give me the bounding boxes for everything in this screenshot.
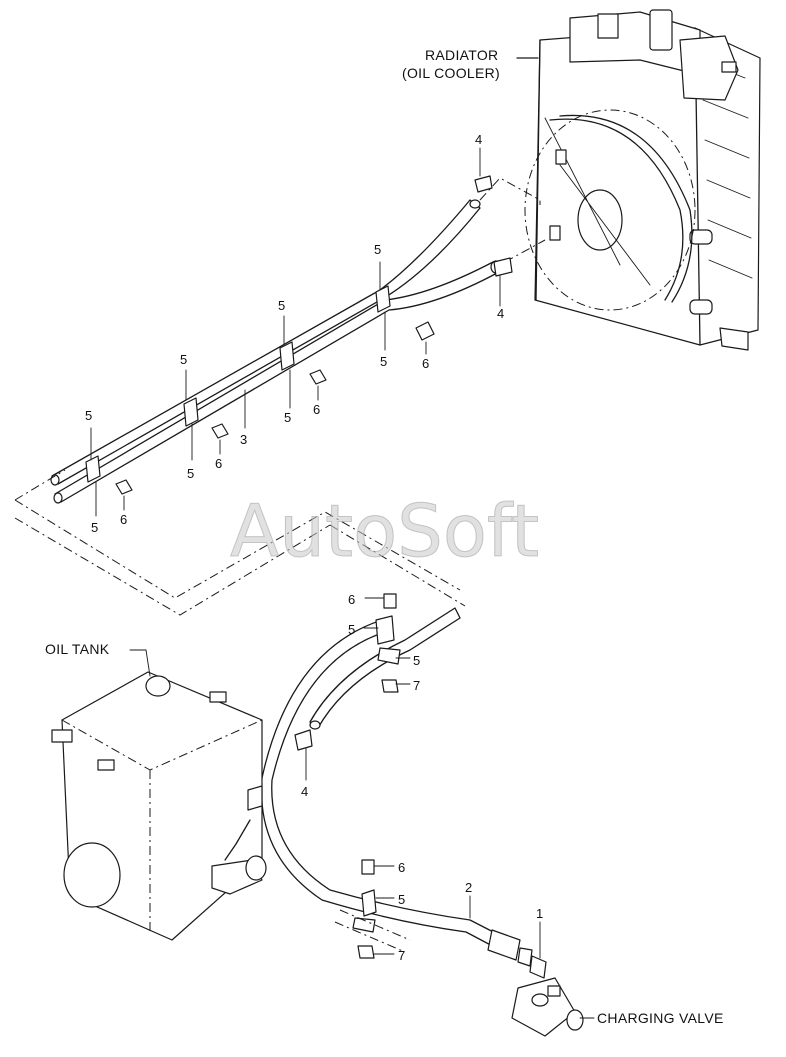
callout-5-h: 5 [91, 520, 98, 535]
oil-tank [51, 671, 267, 941]
callout-5-a: 5 [374, 242, 381, 257]
pipe-route-dashed [14, 469, 466, 616]
callout-5-g: 5 [187, 466, 194, 481]
callout-5-d: 5 [85, 408, 92, 423]
callout-6-c: 6 [215, 456, 222, 471]
callout-5-e: 5 [380, 354, 387, 369]
callout-5-f: 5 [284, 410, 291, 425]
lower-hoses [260, 607, 533, 967]
callout-4-upper: 4 [475, 132, 482, 147]
charging-valve-label: CHARGING VALVE [597, 1010, 724, 1026]
callout-5-b: 5 [278, 298, 285, 313]
upper-bolts [115, 321, 435, 495]
callout-4-right: 4 [497, 306, 504, 321]
upper-clamps [85, 285, 391, 483]
callout-2: 2 [465, 880, 472, 895]
callout-6-d: 6 [120, 512, 127, 527]
watermark: AutoSoft [230, 489, 539, 573]
callout-5-i: 5 [348, 622, 355, 637]
lower-clamps [334, 593, 411, 959]
callout-6-b: 6 [313, 402, 320, 417]
callout-4-lower: 4 [301, 784, 308, 799]
oil-tank-label: OIL TANK [45, 641, 110, 657]
callout-6-f: 6 [398, 860, 405, 875]
callout-3: 3 [240, 432, 247, 447]
callout-7-a: 7 [413, 678, 420, 693]
oil-cooler-label: (OIL COOLER) [402, 65, 500, 81]
callout-7-b: 7 [398, 948, 405, 963]
callout-numbers: 4 4 5 5 5 5 5 5 5 5 6 6 6 6 3 6 5 5 7 4 … [85, 132, 543, 963]
radiator-label: RADIATOR [425, 47, 498, 63]
oil-tank-leader [129, 649, 151, 677]
callout-5-c: 5 [180, 352, 187, 367]
callout-6-e: 6 [348, 592, 355, 607]
upper-tubes [50, 175, 546, 504]
charging-valve [511, 955, 584, 1037]
callout-1: 1 [536, 906, 543, 921]
radiator [524, 9, 761, 351]
callout-6-a: 6 [422, 356, 429, 371]
callout-5-k: 5 [398, 892, 405, 907]
callout-5-j: 5 [413, 653, 420, 668]
